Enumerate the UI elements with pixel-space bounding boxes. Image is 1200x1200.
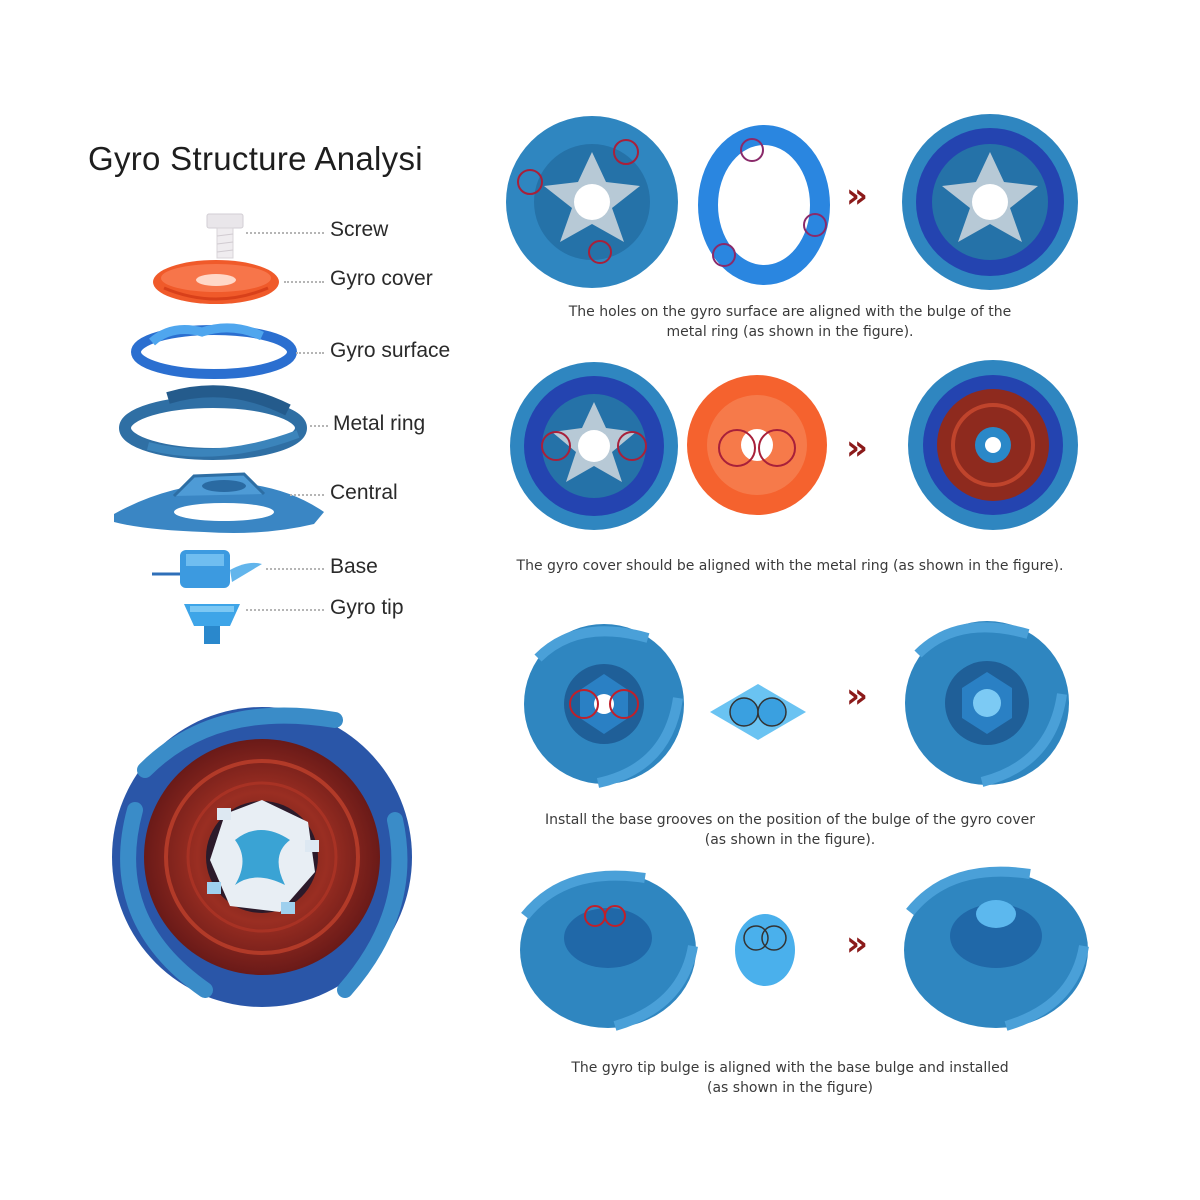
step-2-caption: The gyro cover should be aligned with th… bbox=[460, 556, 1120, 576]
metal-ring-icon bbox=[119, 385, 307, 460]
step-1-arrow-icon: » bbox=[846, 176, 868, 216]
part-label-screw: Screw bbox=[330, 218, 389, 241]
step-3-caption-line-1: Install the base grooves on the position… bbox=[544, 812, 1036, 828]
step-4-result-image bbox=[904, 866, 1089, 1031]
part-label-gyro-surface: Gyro surface bbox=[330, 339, 451, 362]
part-label-central: Central bbox=[330, 481, 398, 504]
step-1-caption: The holes on the gyro surface are aligne… bbox=[480, 302, 1100, 342]
step-4-caption-line-1: The gyro tip bulge is aligned with the b… bbox=[571, 1060, 1009, 1076]
step-1-gyro-surface-image bbox=[506, 116, 678, 288]
step-2-assembled-image bbox=[510, 362, 678, 530]
step-1-result-image bbox=[902, 114, 1078, 290]
gyro-tip-icon bbox=[184, 604, 240, 644]
leader-line bbox=[290, 494, 324, 496]
leader-line bbox=[296, 352, 324, 354]
part-label-base: Base bbox=[330, 555, 378, 578]
leader-line bbox=[246, 609, 324, 611]
part-label-gyro-tip: Gyro tip bbox=[330, 596, 404, 619]
step-2-result-image bbox=[908, 360, 1078, 530]
central-icon bbox=[114, 472, 324, 533]
step-1-caption-line-1: The holes on the gyro surface are aligne… bbox=[568, 304, 1012, 320]
gyro-cover-icon bbox=[153, 260, 279, 304]
page-title: Gyro Structure Analysi bbox=[88, 140, 423, 177]
step-3-arrow-icon: » bbox=[846, 676, 868, 716]
step-4-gyro-tip-image bbox=[735, 914, 795, 986]
step-2-caption-line-1: The gyro cover should be aligned with th… bbox=[516, 558, 1064, 574]
step-3-caption: Install the base grooves on the position… bbox=[490, 810, 1090, 850]
gyro-surface-icon bbox=[131, 323, 297, 379]
leader-line bbox=[310, 425, 328, 427]
step-3-caption-line-2: (as shown in the figure). bbox=[704, 832, 876, 848]
step-2-gyro-cover-image bbox=[687, 375, 827, 515]
screw-icon bbox=[206, 213, 244, 259]
step-4-caption-line-2: (as shown in the figure) bbox=[706, 1080, 874, 1096]
part-label-gyro-cover: Gyro cover bbox=[330, 267, 433, 290]
step-4-assembled-image bbox=[520, 870, 698, 1031]
step-1-caption-line-2: metal ring (as shown in the figure). bbox=[666, 324, 914, 340]
part-label-metal-ring: Metal ring bbox=[333, 412, 426, 435]
base-icon bbox=[152, 550, 262, 588]
leader-line bbox=[266, 568, 324, 570]
step-3-result-image bbox=[905, 621, 1069, 787]
step-2-arrow-icon: » bbox=[846, 428, 868, 468]
assembled-spinning-top-image bbox=[112, 707, 412, 1007]
step-4-caption: The gyro tip bulge is aligned with the b… bbox=[500, 1058, 1080, 1098]
step-1-metal-ring-image bbox=[698, 125, 830, 285]
step-3-base-image bbox=[710, 684, 806, 740]
leader-line bbox=[246, 232, 324, 234]
leader-line bbox=[284, 281, 324, 283]
step-3-assembled-image bbox=[524, 624, 684, 788]
step-4-arrow-icon: » bbox=[846, 924, 868, 964]
